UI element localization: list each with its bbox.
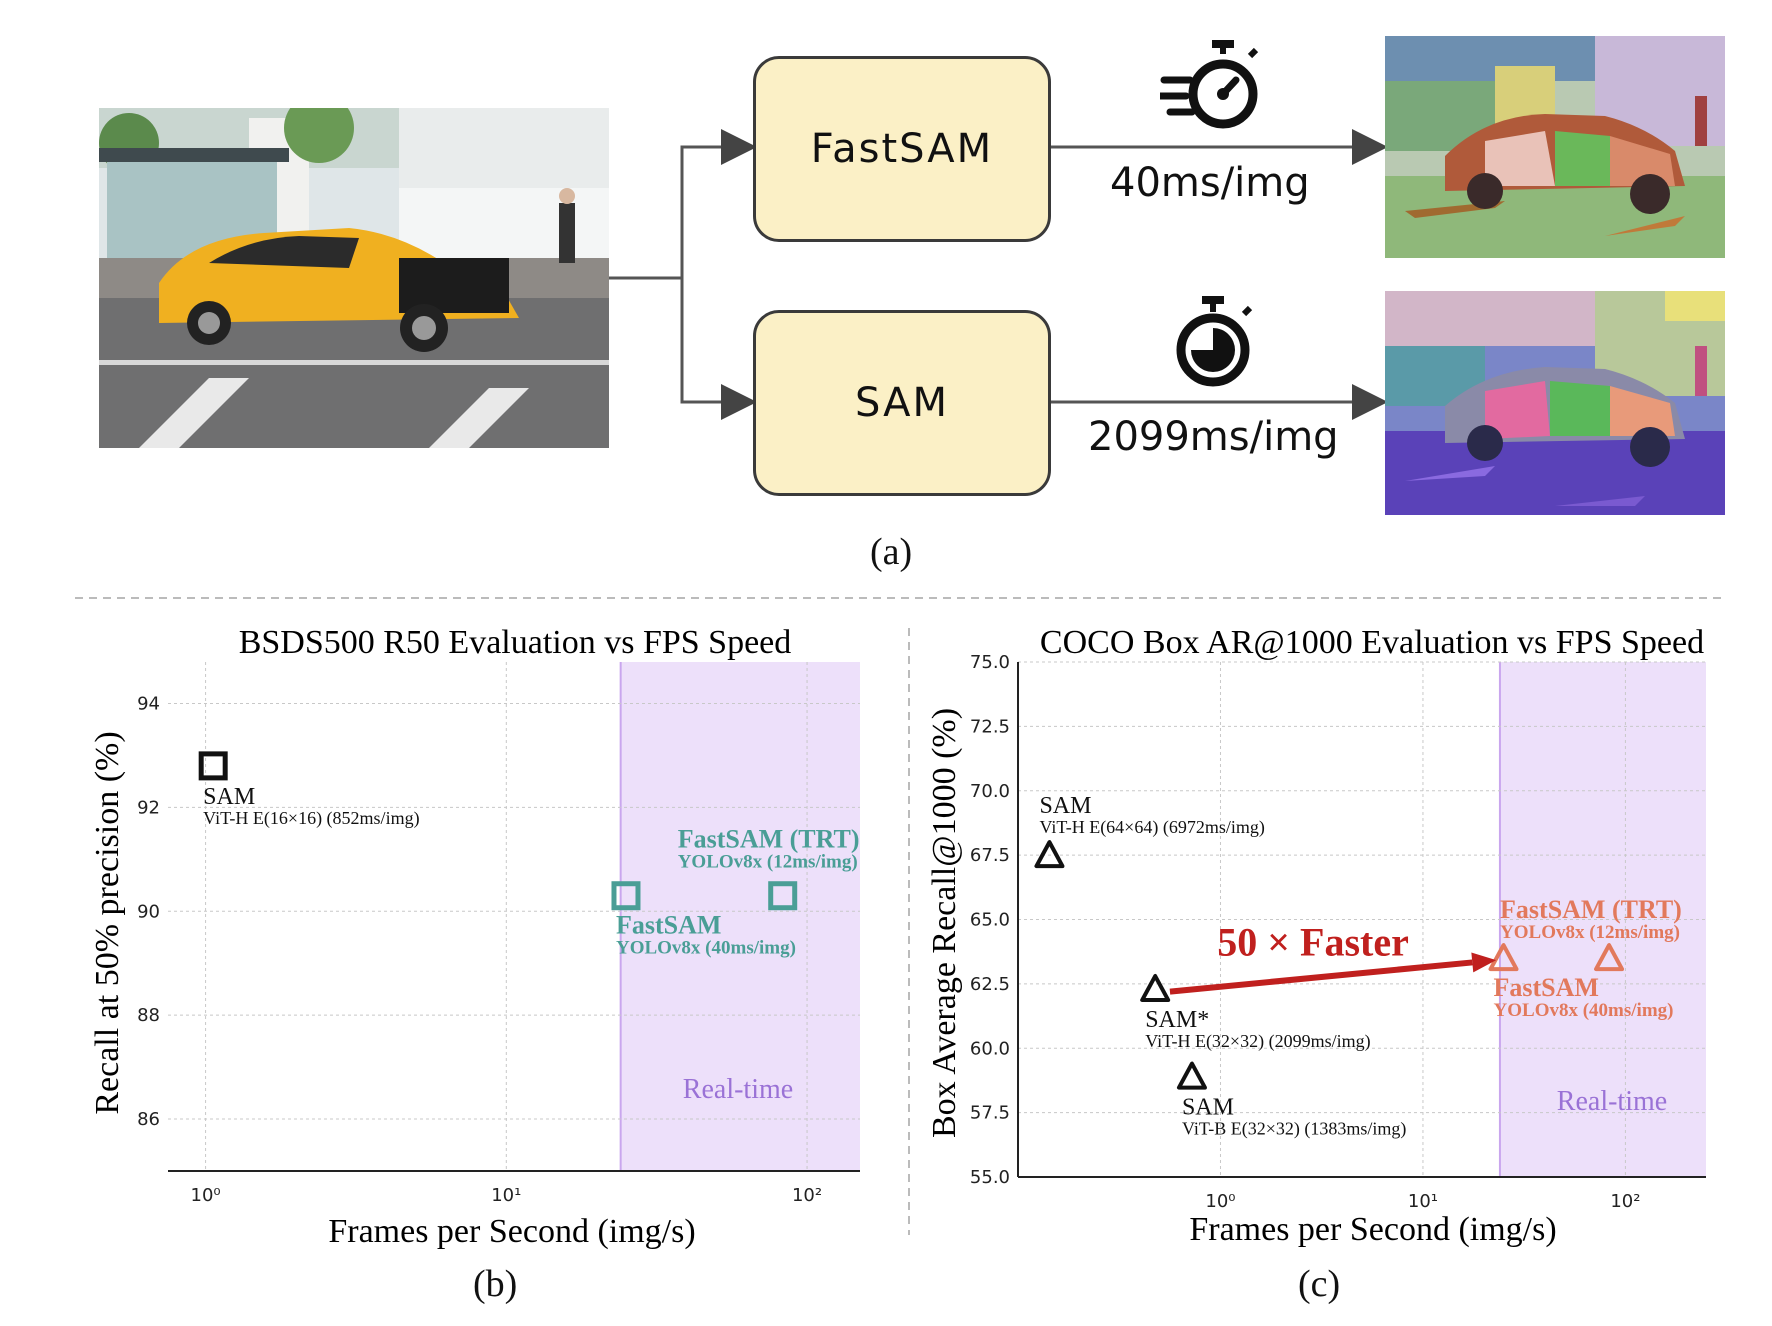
point-label-detail: YOLOv8x (12ms/img) [1500, 922, 1680, 943]
faster-annotation: 50 × Faster [1217, 920, 1409, 965]
point-label-name: SAM* [1145, 1007, 1209, 1033]
caption-b: (b) [473, 1263, 518, 1305]
stopwatch-icon [1176, 296, 1253, 387]
y-tick-label: 90 [137, 901, 160, 922]
fastsam-box: FastSAM [753, 56, 1051, 242]
sam-box: SAM [753, 310, 1051, 496]
y-tick-label: 86 [137, 1109, 160, 1130]
point-label-name: FastSAM [1494, 973, 1599, 1002]
realtime-label: Real-time [1557, 1086, 1667, 1117]
realtime-region [620, 662, 860, 1171]
point-label-name: FastSAM (TRT) [1500, 895, 1682, 924]
point-label-name: FastSAM (TRT) [678, 825, 860, 854]
point-label-detail: YOLOv8x (40ms/img) [1494, 1000, 1674, 1021]
sam-result-image [1385, 291, 1725, 515]
y-tick-label: 60.0 [970, 1038, 1010, 1059]
x-tick-label: 10⁰ [191, 1185, 221, 1206]
point-marker [1140, 974, 1171, 1003]
x-tick-label: 10² [1610, 1191, 1640, 1212]
chart-bsds500: BSDS500 R50 Evaluation vs FPS Speed Reca… [89, 624, 860, 1250]
point-label-name: SAM [203, 784, 255, 810]
point-marker [768, 881, 798, 911]
y-tick-label: 67.5 [970, 845, 1010, 866]
x-tick-label: 10⁰ [1205, 1191, 1235, 1212]
y-tick-label: 65.0 [970, 910, 1010, 931]
input-photo [99, 108, 609, 448]
point-label-name: SAM [1182, 1095, 1234, 1121]
point-marker [1176, 1061, 1207, 1090]
chart-c-title: COCO Box AR@1000 Evaluation vs FPS Speed [1040, 624, 1704, 661]
caption-c: (c) [1298, 1263, 1341, 1305]
chart-b-ylabel: Recall at 50% precision (%) [89, 731, 126, 1114]
point-marker [611, 881, 641, 911]
sam-box-label: SAM [854, 380, 949, 426]
point-label-detail: ViT-H E(16×16) (852ms/img) [203, 808, 419, 829]
point-marker [1594, 943, 1625, 972]
point-marker [198, 751, 228, 781]
point-label-detail: ViT-B E(32×32) (1383ms/img) [1182, 1119, 1406, 1140]
y-tick-label: 62.5 [970, 974, 1010, 995]
sam-time: 2099ms/img [1088, 414, 1339, 460]
fastsam-result-image [1385, 36, 1725, 258]
fastsam-box-label: FastSAM [810, 126, 994, 172]
flow-arrows [609, 129, 1388, 420]
y-tick-label: 57.5 [970, 1103, 1010, 1124]
fastsam-time: 40ms/img [1110, 160, 1310, 206]
chart-b-xlabel: Frames per Second (img/s) [328, 1213, 695, 1250]
point-label-detail: YOLOv8x (12ms/img) [678, 852, 858, 873]
y-tick-label: 94 [137, 694, 160, 715]
y-tick-label: 75.0 [970, 652, 1010, 673]
point-label-detail: ViT-H E(32×32) (2099ms/img) [1145, 1031, 1370, 1052]
point-label-name: FastSAM [616, 911, 721, 940]
chart-b-title: BSDS500 R50 Evaluation vs FPS Speed [239, 624, 792, 661]
point-marker [1488, 943, 1519, 972]
point-label-detail: YOLOv8x (40ms/img) [616, 938, 796, 959]
faster-arrow-line [1169, 959, 1473, 995]
y-tick-label: 70.0 [970, 781, 1010, 802]
point-marker [1034, 840, 1065, 869]
point-label-name: SAM [1039, 793, 1091, 819]
y-tick-label: 88 [137, 1005, 160, 1026]
point-label-detail: ViT-H E(64×64) (6972ms/img) [1039, 817, 1264, 838]
chart-c-ylabel: Box Average Recall@1000 (%) [926, 708, 963, 1138]
chart-c-xlabel: Frames per Second (img/s) [1189, 1211, 1556, 1248]
fast-stopwatch-icon [1160, 40, 1259, 129]
y-tick-label: 55.0 [970, 1167, 1010, 1188]
faster-arrow-head [1471, 952, 1497, 973]
x-tick-label: 10¹ [491, 1185, 521, 1206]
x-tick-label: 10¹ [1408, 1191, 1438, 1212]
y-tick-label: 92 [137, 797, 160, 818]
caption-a: (a) [870, 531, 913, 573]
realtime-label: Real-time [683, 1074, 793, 1105]
y-tick-label: 72.5 [970, 716, 1010, 737]
x-tick-label: 10² [792, 1185, 822, 1206]
